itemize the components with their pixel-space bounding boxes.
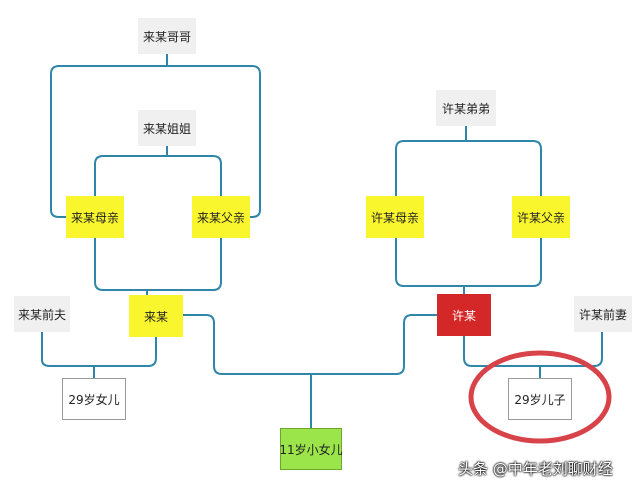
node-lai-father: 来某父亲 (192, 196, 250, 238)
connector-lai-marriage-to-daughter (41, 332, 157, 378)
node-xu-father: 许某父亲 (512, 196, 570, 238)
connector-xu-to-young-daughter (310, 314, 437, 428)
node-xu-son: 29岁儿子 (508, 378, 572, 420)
connector-xu-marriage-to-son (463, 332, 603, 378)
node-lai-mother: 来某母亲 (66, 196, 124, 238)
node-lai-ex-husband: 来某前夫 (14, 296, 70, 332)
connector-sister-to-lai-parents (94, 146, 222, 196)
node-xu-brother: 许某弟弟 (436, 90, 496, 126)
node-xu-ex-wife: 许某前妻 (574, 296, 632, 332)
connector-brother-to-lai-parents (50, 54, 261, 218)
node-young-daughter: 11岁小女儿 (279, 428, 343, 470)
highlight-circle (468, 350, 612, 444)
node-lai-daughter: 29岁女儿 (62, 378, 126, 420)
connector-lai-to-young-daughter (183, 314, 311, 375)
connector-xu-brother-to-parents (395, 126, 542, 196)
node-lai-sister: 来某姐姐 (138, 110, 196, 146)
node-lai-brother: 来某哥哥 (138, 18, 196, 54)
node-xu-mother: 许某母亲 (366, 196, 424, 238)
node-lai: 来某 (129, 295, 183, 337)
watermark: 头条 @中年老刘聊财经 (458, 460, 613, 478)
connector-xu-parents-to-xu (395, 238, 542, 294)
node-xu: 许某 (437, 294, 491, 336)
connector-lai-parents-to-lai (94, 238, 222, 295)
